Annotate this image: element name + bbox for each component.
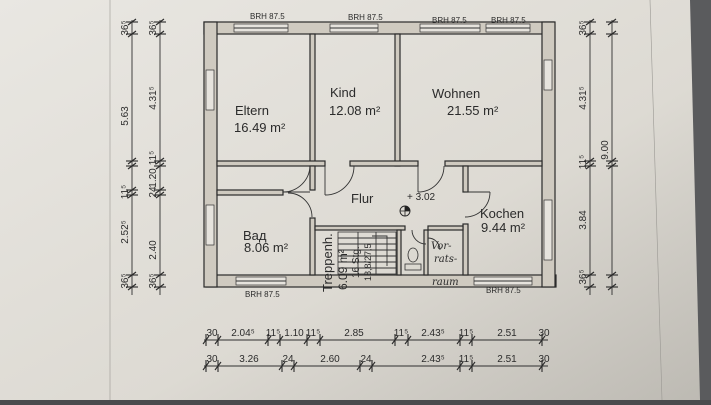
room-wohnen-name: Wohnen bbox=[432, 86, 480, 101]
room-treppenh-name: Treppenh. bbox=[320, 233, 335, 292]
dimension-text-left-outer: 2.52⁵ bbox=[120, 220, 131, 244]
dimension-text-row1: 11⁵ bbox=[306, 328, 321, 339]
dimension-text-right-inner: 3.84 bbox=[578, 210, 589, 230]
windows bbox=[205, 23, 553, 286]
dimension-text-left-outer: 11⁵ bbox=[120, 185, 131, 200]
dimension-left: 36⁵ 2.52⁵ 11⁵ 5.63 36⁵ 36⁵ 2.40 241.20 11⁵ 4.31⁵ 3… bbox=[120, 18, 166, 295]
window-label-bottom-1: BRH 87.5 bbox=[245, 290, 280, 299]
dimension-text-row1: 30 bbox=[206, 328, 218, 339]
staircase bbox=[337, 231, 397, 275]
doors bbox=[282, 165, 491, 251]
dimension-text-row1: 2.04⁵ bbox=[231, 328, 255, 339]
dimension-text-left-outer: 36⁵ bbox=[120, 20, 131, 35]
dimension-text-row2: 24 bbox=[360, 354, 372, 365]
paper bbox=[0, 0, 700, 400]
dimension-text-row2: 11⁵ bbox=[459, 354, 474, 365]
window-label-bottom-2: BRH 87.5 bbox=[486, 286, 521, 295]
window-label-top-1: BRH 87.5 bbox=[250, 12, 285, 21]
dimension-text-row1: 11⁵ bbox=[459, 328, 474, 339]
room-flur-name: Flur bbox=[351, 191, 374, 206]
room-kochen-area: 9.44 m² bbox=[481, 220, 526, 235]
dimension-text-row1: 2.85 bbox=[344, 328, 364, 339]
room-eltern-name: Eltern bbox=[235, 103, 269, 118]
room-eltern-area: 16.49 m² bbox=[234, 120, 286, 135]
dimension-text-right-outer: 9.00 bbox=[600, 140, 611, 160]
window-label-top-4: BRH 87.5 bbox=[491, 16, 526, 25]
dimension-text-left-inner: 2.40 bbox=[148, 240, 159, 260]
dimension-text-left-inner: 36⁵ bbox=[148, 273, 159, 288]
dimension-text-left-outer: 36⁵ bbox=[120, 273, 131, 288]
dimension-text-row2: 2.60 bbox=[320, 354, 340, 365]
room-kind-name: Kind bbox=[330, 85, 356, 100]
room-kochen-name: Kochen bbox=[480, 206, 524, 221]
dimension-text-row1: 30 bbox=[538, 328, 550, 339]
dimension-text-row1: 11⁵ bbox=[394, 328, 409, 339]
dimension-text-row1: 11⁵ bbox=[266, 328, 281, 339]
dimension-text-left-outer: 5.63 bbox=[120, 106, 131, 126]
room-wohnen-area: 21.55 m² bbox=[447, 103, 499, 118]
room-flur-level: + 3.02 bbox=[407, 192, 436, 203]
vorrats-line2: rats- bbox=[434, 254, 458, 265]
dimension-text-right-inner: 36⁵ bbox=[578, 269, 589, 284]
dimension-text-right-inner: 36⁵ bbox=[578, 20, 589, 35]
dimension-right: 36⁵ 3.84 11⁵ 4.31⁵ 36⁵ 9.00 bbox=[578, 18, 618, 295]
vorrats-line1: Vor- bbox=[431, 241, 452, 252]
dimension-text-left-inner: 11⁵ bbox=[148, 151, 159, 166]
dimension-text-right-inner: 4.31⁵ bbox=[578, 86, 589, 110]
dimension-text-row2: 30 bbox=[206, 354, 218, 365]
room-kind-area: 12.08 m² bbox=[329, 103, 381, 118]
dimension-text-left-inner: 1.20 bbox=[148, 168, 159, 188]
dimension-text-row2: 30 bbox=[538, 354, 550, 365]
dimension-text-right-inner: 11⁵ bbox=[578, 155, 589, 170]
dimension-text-row1: 2.51 bbox=[497, 328, 517, 339]
dimension-text-row2: 3.26 bbox=[239, 354, 259, 365]
stair-ratio: 18,8/27,5 bbox=[363, 243, 373, 281]
window-label-top-3: BRH 87.5 bbox=[432, 16, 467, 25]
paper-edge-line bbox=[649, 0, 663, 401]
dimension-text-row2: 2.43⁵ bbox=[421, 354, 445, 365]
vorrats-line3: raum bbox=[432, 277, 459, 288]
interior-walls bbox=[216, 33, 543, 276]
dimension-text-left-inner: 24 bbox=[148, 186, 159, 198]
room-bad-name: Baд bbox=[243, 228, 267, 243]
dimension-text-row1: 1.10 bbox=[284, 328, 304, 339]
toilet-symbol bbox=[404, 247, 422, 271]
dimension-text-row1: 2.43⁵ bbox=[421, 328, 445, 339]
dimension-text-row2: 24 bbox=[282, 354, 294, 365]
dimension-text-left-inner: 36⁵ bbox=[148, 20, 159, 35]
room-treppenh-area: 6.09 m² bbox=[336, 249, 350, 290]
stair-count: 16 Stg. bbox=[351, 246, 362, 278]
dimension-text-row2: 2.51 bbox=[497, 354, 517, 365]
level-marker-icon bbox=[399, 205, 411, 217]
window-label-top-2: BRH 87.5 bbox=[348, 13, 383, 22]
dimension-text-left-inner: 4.31⁵ bbox=[148, 86, 159, 110]
room-bad-area: 8.06 m² bbox=[244, 240, 289, 255]
